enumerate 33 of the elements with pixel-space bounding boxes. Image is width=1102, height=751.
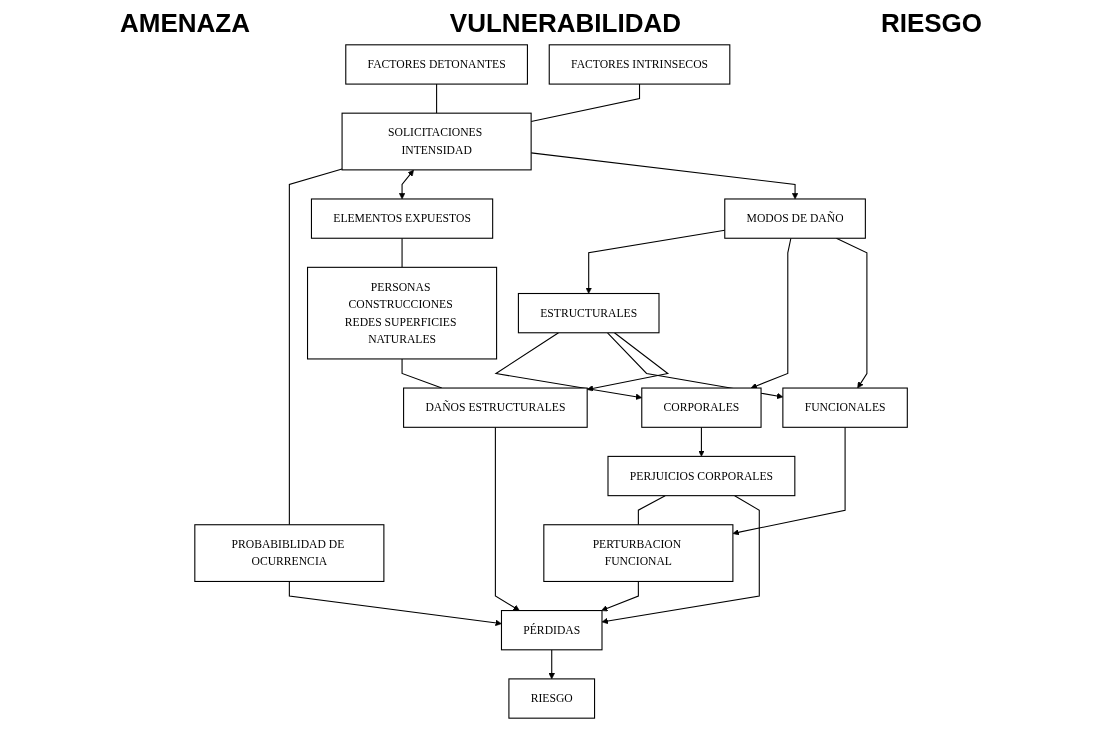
node-box: MODOS DE DAÑO <box>724 198 866 239</box>
node-box: ESTRUCTURALES <box>517 292 660 334</box>
node-box: PROBABIBLIDAD DE OCURRENCIA <box>194 524 385 582</box>
column-heading: RIESGO <box>880 8 982 39</box>
arrow <box>398 169 414 200</box>
node-box: ELEMENTOS EXPUESTOS <box>310 198 494 239</box>
arrow <box>548 649 555 680</box>
arrow <box>750 237 792 389</box>
node-box: PERJUICIOS CORPORALES <box>607 455 796 497</box>
node-box: PÉRDIDAS <box>500 610 603 651</box>
node-box: FACTORES INTRINSECOS <box>548 44 731 85</box>
node-box: FACTORES DETONANTES <box>345 44 528 85</box>
arrow <box>698 426 705 457</box>
arrow <box>494 332 642 400</box>
node-box: SOLICITACIONES INTENSIDAD <box>341 112 532 171</box>
node-box: DAÑOS ESTRUCTURALES <box>403 387 588 428</box>
node-box: CORPORALES <box>641 387 762 428</box>
arrow <box>601 580 639 612</box>
connector <box>436 83 438 114</box>
connector <box>637 495 666 526</box>
column-heading: VULNERABILIDAD <box>449 8 681 39</box>
arrow <box>601 495 760 625</box>
node-box: RIESGO <box>508 678 596 719</box>
arrow <box>494 426 520 611</box>
connector <box>288 168 343 526</box>
node-box: PERSONAS CONSTRUCCIONES REDES SUPERFICIES NATURALES <box>306 266 498 360</box>
arrow <box>732 426 846 536</box>
arrow <box>586 332 670 392</box>
arrow <box>288 580 502 627</box>
node-box: PERTURBACION FUNCIONAL <box>543 524 734 582</box>
node-box: FUNCIONALES <box>782 387 908 428</box>
column-heading: AMENAZA <box>119 8 250 39</box>
connector <box>401 237 403 268</box>
